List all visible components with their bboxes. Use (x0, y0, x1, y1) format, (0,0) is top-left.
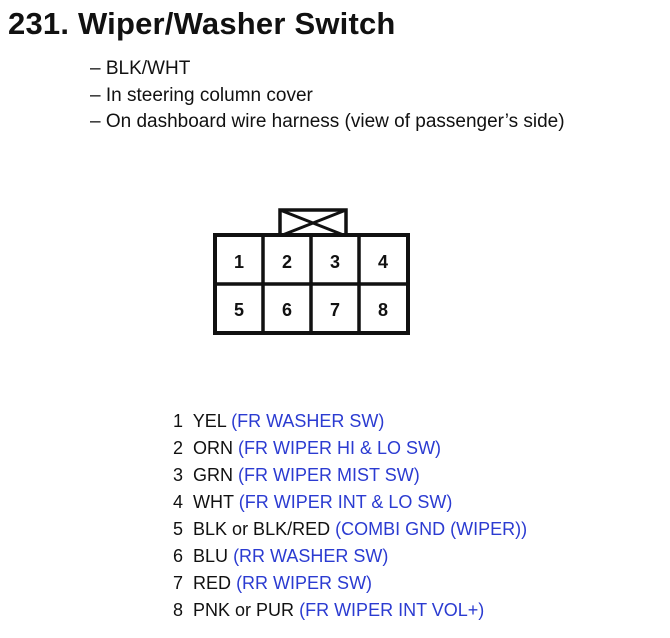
pinout-description: (COMBI GND (WIPER)) (335, 519, 528, 539)
pinout-description: (FR WIPER INT VOL+) (299, 600, 485, 620)
pin-number: 2 (282, 252, 292, 272)
pinout-number: 7 (173, 573, 184, 593)
pinout-wire-color: WHT (193, 492, 234, 512)
pinout-wire-color: YEL (192, 411, 227, 431)
pinout-list: 1 YEL (FR WASHER SW) 2 ORN (FR WIPER HI … (173, 408, 527, 624)
pinout-row: 2 ORN (FR WIPER HI & LO SW) (173, 435, 527, 462)
pin-number: 6 (282, 300, 292, 320)
pinout-wire-color: ORN (193, 438, 234, 458)
page-title: 231. Wiper/Washer Switch (8, 6, 396, 41)
pin-number: 8 (378, 300, 388, 320)
pin-number: 4 (378, 252, 388, 272)
pinout-description: (RR WASHER SW) (233, 546, 389, 566)
pinout-row: 5 BLK or BLK/RED (COMBI GND (WIPER)) (173, 516, 527, 543)
pinout-number: 6 (173, 546, 184, 566)
pinout-description: (RR WIPER SW) (236, 573, 373, 593)
pinout-number: 2 (173, 438, 184, 458)
pinout-row: 1 YEL (FR WASHER SW) (173, 408, 527, 435)
pinout-number: 4 (173, 492, 184, 512)
connector-diagram: 1 2 3 4 5 6 7 8 (213, 207, 410, 337)
pinout-wire-color: GRN (193, 465, 234, 485)
pin-number: 7 (330, 300, 340, 320)
locking-tab (278, 208, 348, 238)
pinout-wire-color: PNK or PUR (193, 600, 295, 620)
pinout-number: 1 (173, 411, 184, 431)
pin-number: 5 (234, 300, 244, 320)
pinout-wire-color: BLK or BLK/RED (193, 519, 331, 539)
pinout-number: 8 (173, 600, 184, 620)
connector-face: 1 2 3 4 5 6 7 8 (213, 208, 410, 335)
pinout-description: (FR WIPER INT & LO SW) (238, 492, 453, 512)
pin-number: 3 (330, 252, 340, 272)
note-harness: – On dashboard wire harness (view of pas… (90, 111, 565, 132)
pinout-row: 7 RED (RR WIPER SW) (173, 570, 527, 597)
pinout-description: (FR WIPER HI & LO SW) (238, 438, 442, 458)
pinout-wire-color: RED (193, 573, 232, 593)
connector-notes: – BLK/WHT – In steering column cover – O… (90, 56, 565, 136)
pinout-number: 3 (173, 465, 184, 485)
pinout-description: (FR WIPER MIST SW) (238, 465, 420, 485)
note-location: – In steering column cover (90, 84, 313, 106)
pinout-row: 3 GRN (FR WIPER MIST SW) (173, 462, 527, 489)
pin-number: 1 (234, 252, 244, 272)
note-color: – BLK/WHT (90, 58, 191, 79)
pinout-row: 4 WHT (FR WIPER INT & LO SW) (173, 489, 527, 516)
pinout-number: 5 (173, 519, 184, 539)
pinout-description: (FR WASHER SW) (231, 411, 385, 431)
pinout-wire-color: BLU (193, 546, 229, 566)
pinout-row: 6 BLU (RR WASHER SW) (173, 543, 527, 570)
pinout-row: 8 PNK or PUR (FR WIPER INT VOL+) (173, 597, 527, 624)
